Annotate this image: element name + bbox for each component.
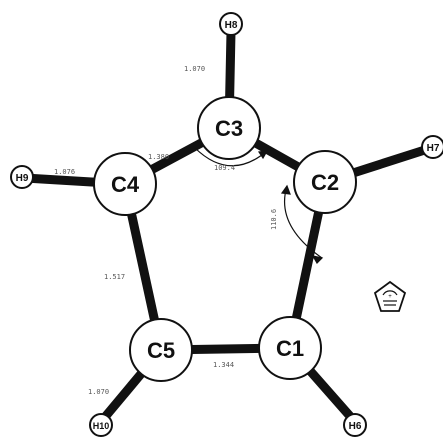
angle-arrow-c2-top bbox=[280, 184, 291, 195]
atom-c4: C4 bbox=[93, 152, 157, 216]
bond-length-c5-c1: 1.344 bbox=[213, 361, 234, 369]
angle-arrow-c3 bbox=[257, 150, 269, 160]
label-c3: C3 bbox=[215, 116, 243, 141]
atom-h8: H8 bbox=[219, 12, 243, 36]
atom-c3: C3 bbox=[197, 96, 261, 160]
label-h7: H7 bbox=[427, 143, 440, 154]
bond-length-c5-h10: 1.070 bbox=[88, 388, 109, 396]
carbon-atoms: C3 C4 C2 C5 C1 bbox=[93, 96, 357, 382]
label-c4: C4 bbox=[111, 172, 140, 197]
label-h9: H9 bbox=[16, 173, 29, 184]
atom-c2: C2 bbox=[293, 150, 357, 214]
atom-h6: H6 bbox=[343, 413, 367, 437]
label-c2: C2 bbox=[311, 170, 339, 195]
angle-c2: 110.6 bbox=[270, 209, 278, 230]
atom-h9: H9 bbox=[10, 165, 34, 189]
annotations: 1.070 1.076 1.380 109.4 110.6 1.517 1.34… bbox=[54, 65, 278, 396]
label-c5: C5 bbox=[147, 338, 175, 363]
atom-c1: C1 bbox=[258, 316, 322, 380]
bond-length-c4-c5: 1.517 bbox=[104, 273, 125, 281]
angle-arcs bbox=[194, 147, 324, 264]
bond-length-c3-h8: 1.070 bbox=[184, 65, 205, 73]
label-c1: C1 bbox=[276, 336, 304, 361]
bond-length-c3-c4: 1.380 bbox=[148, 153, 169, 161]
angle-arc-c3 bbox=[194, 147, 268, 167]
label-h6: H6 bbox=[349, 421, 362, 432]
label-h10: H10 bbox=[93, 421, 110, 431]
bond-length-c4-h9: 1.076 bbox=[54, 168, 75, 176]
label-h8: H8 bbox=[225, 20, 238, 31]
atom-c5: C5 bbox=[129, 318, 193, 382]
cyclopentadienyl-cation-icon: + bbox=[373, 280, 407, 312]
angle-c3-value: 109.4 bbox=[214, 164, 235, 172]
atom-h7: H7 bbox=[421, 135, 443, 159]
angle-arrow-c2-bottom bbox=[311, 255, 324, 264]
atom-h10: H10 bbox=[89, 413, 113, 437]
hydrogen-atoms: H8 H9 H7 H10 H6 bbox=[10, 12, 443, 437]
svg-text:+: + bbox=[388, 294, 392, 300]
